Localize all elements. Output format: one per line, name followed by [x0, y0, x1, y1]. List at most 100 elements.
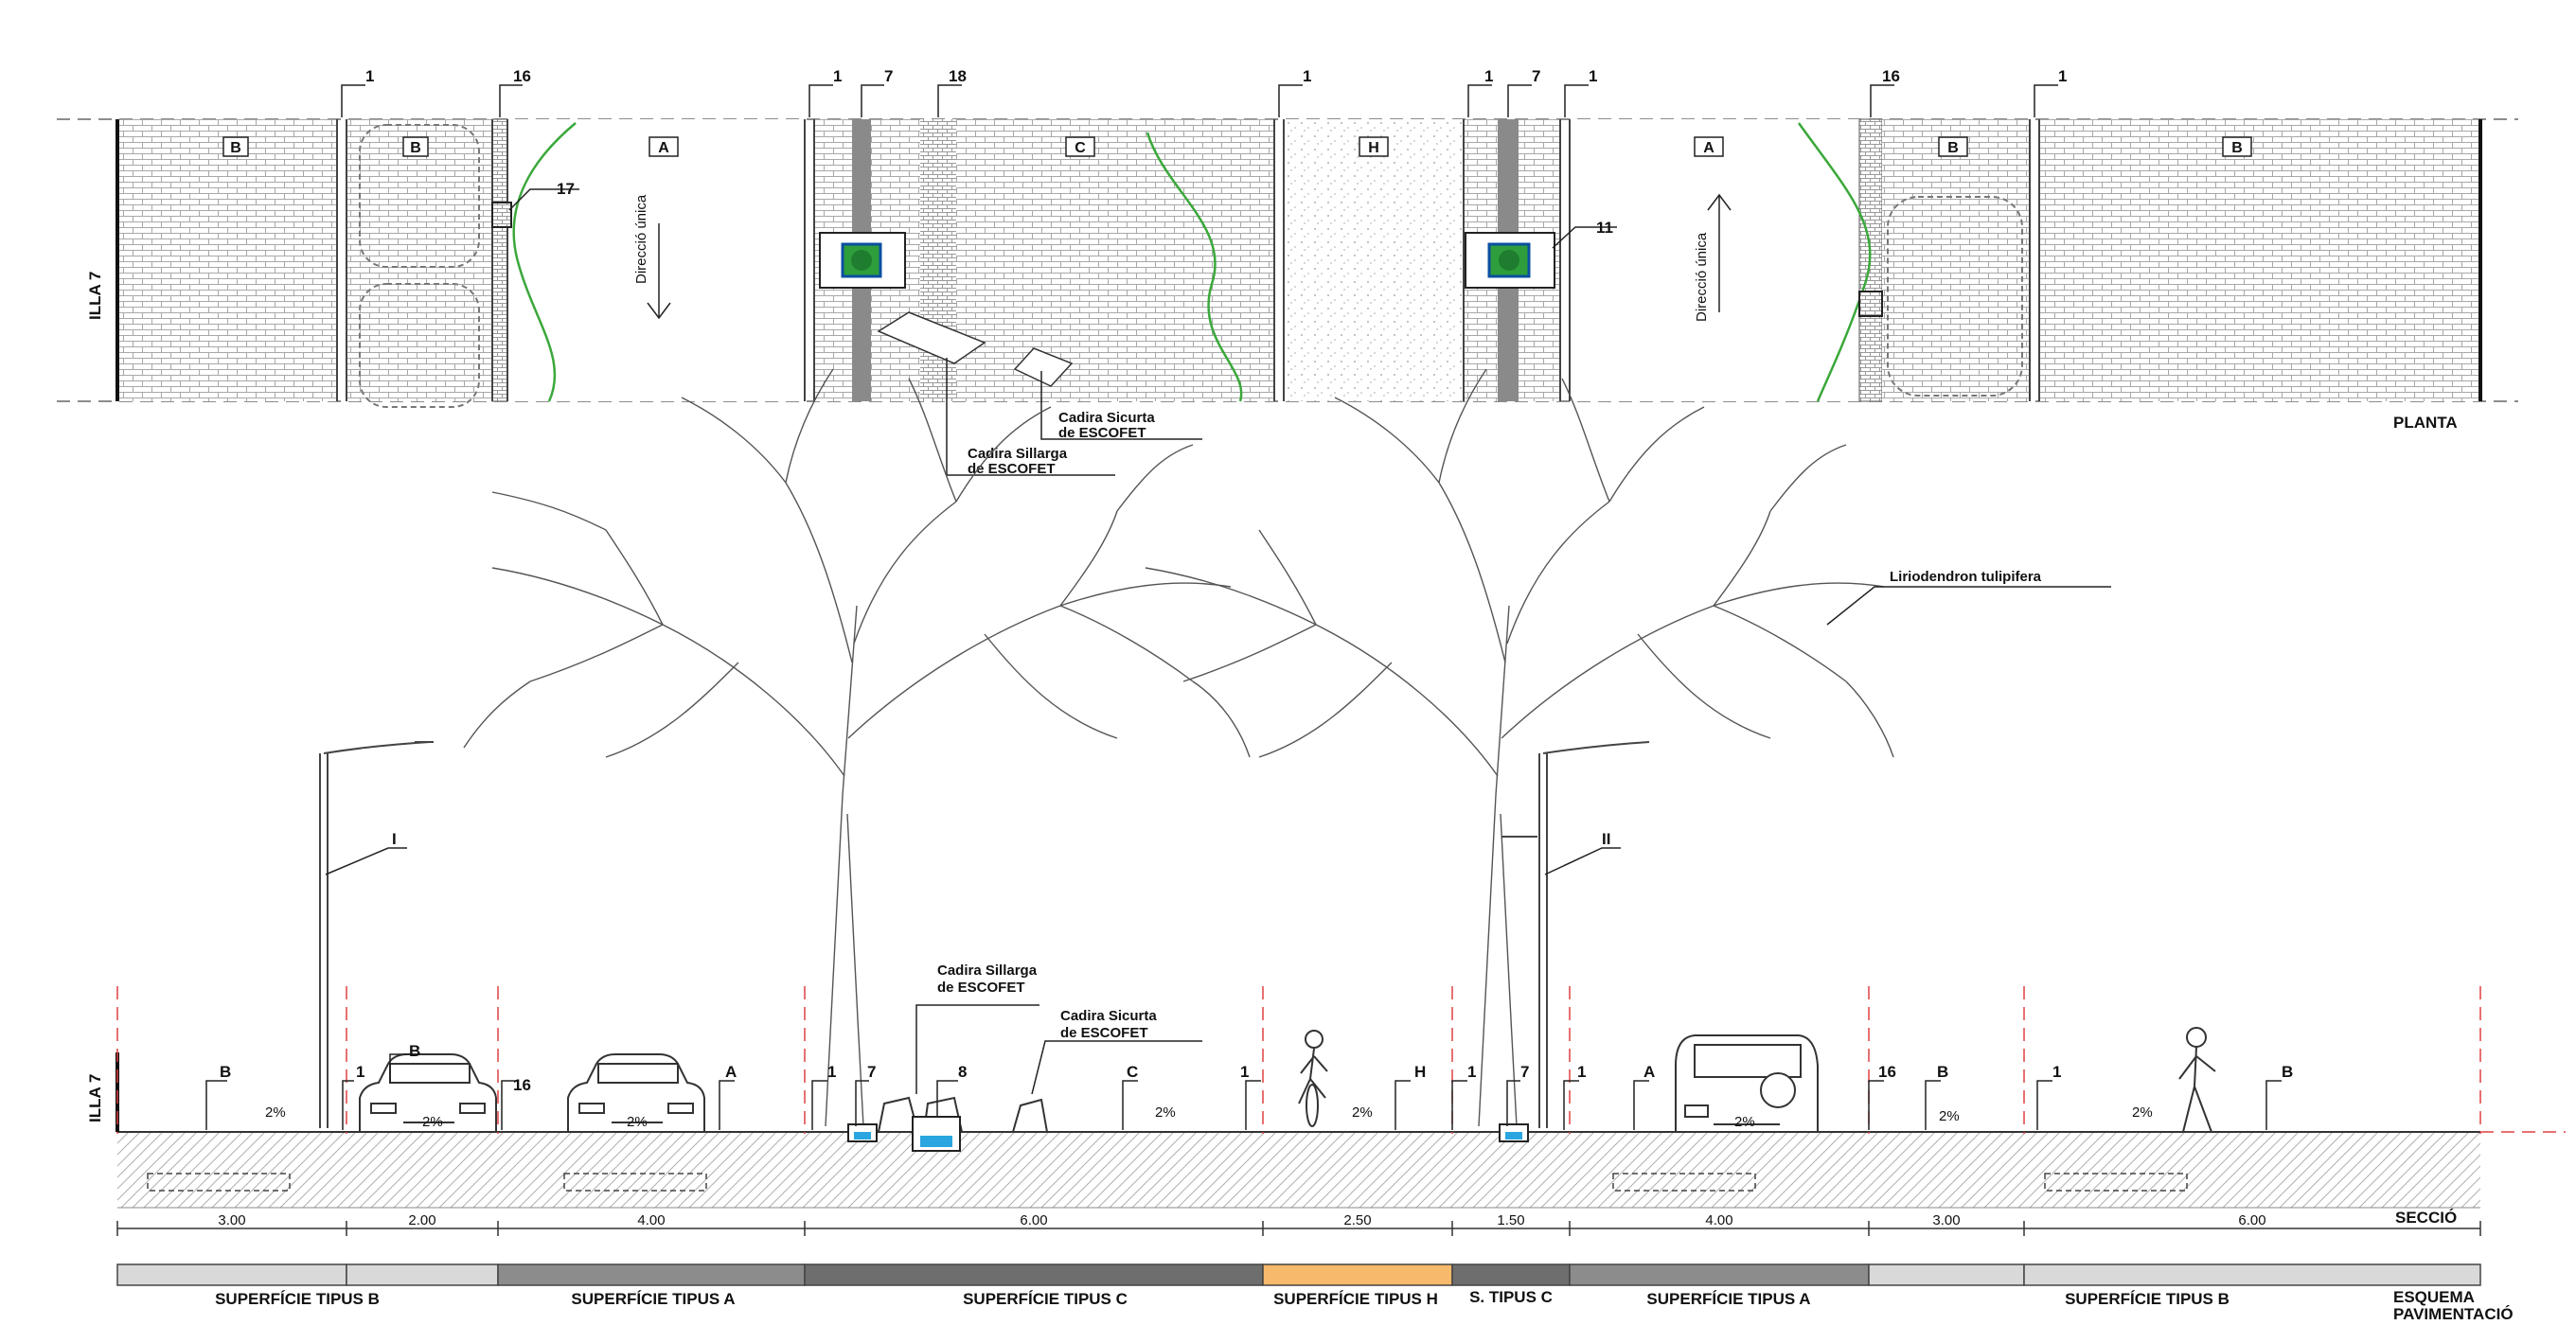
plan-num-9: 1 [1589, 67, 1597, 85]
section-view: Liriodendron tulipifera I II [86, 368, 2566, 1236]
grass-line-2 [1146, 132, 1243, 402]
plan-car-1 [359, 124, 480, 268]
dim-5: 2.50 [1343, 1212, 1371, 1228]
street-lamp-1 [319, 741, 434, 1128]
section-label-16: 16 [1878, 1063, 1896, 1081]
section-label-11: H [1414, 1063, 1426, 1081]
street-lamp-2 [1501, 741, 1650, 1128]
paving-label-3: SUPERFÍCIE TIPUS A [571, 1290, 735, 1308]
slope-3: 2% [627, 1114, 648, 1130]
section-car-1 [359, 1053, 497, 1133]
plan-band-h [1284, 119, 1464, 401]
zone-letter-boxes: B B A C H A B B [222, 136, 2252, 157]
grate-right [1858, 291, 1883, 317]
paving-band-5 [1262, 1263, 1453, 1286]
plan-band-c [956, 119, 1274, 401]
dim-9: 6.00 [2238, 1212, 2265, 1228]
section-label-6: 1 [827, 1063, 836, 1081]
tree-left [463, 368, 1251, 1127]
paving-band-1 [116, 1263, 347, 1286]
plan-band-a-1 [507, 119, 805, 401]
section-bench-long-line1: Cadira Sillarga [937, 963, 1038, 979]
plan-band-b-2 [346, 119, 492, 401]
zone-letter-b-3: B [1947, 140, 1959, 156]
plan-num-5: 18 [949, 67, 967, 85]
paving-label-5: SUPERFÍCIE TIPUS H [1273, 1290, 1438, 1308]
tree-pit-1 [819, 232, 906, 289]
zone-letter-b-4: B [2231, 140, 2243, 156]
plan-bench-short-line1: Cadira Sicurta [1058, 410, 1155, 426]
paving-band-4 [804, 1263, 1264, 1286]
scheme-title-1: ESQUEMA [2393, 1288, 2475, 1306]
slope-4: 2% [1155, 1104, 1176, 1121]
plan-bench-short-line2: de ESCOFET [1058, 425, 1146, 441]
tree-right [1145, 368, 1894, 1127]
paving-label-4: SUPERFÍCIE TIPUS C [963, 1290, 1128, 1308]
section-drain-3 [1499, 1123, 1529, 1142]
plan-num-11: 1 [2058, 67, 2067, 85]
cyclist [1298, 1030, 1328, 1127]
paving-band-8 [1868, 1263, 2025, 1286]
section-bench-short [1012, 1098, 1048, 1133]
zone-letter-b-1: B [230, 140, 241, 156]
zone-letter-a-2: A [1703, 140, 1714, 156]
plan-num-6: 1 [1303, 67, 1311, 85]
paving-band-2 [346, 1263, 499, 1286]
direction-label-2: Direcció única [1694, 232, 1710, 322]
paving-label-6: S. TIPUS C [1469, 1288, 1553, 1306]
plan-band-16 [491, 118, 508, 402]
section-label-10: 1 [1240, 1063, 1249, 1081]
dim-8: 3.00 [1932, 1212, 1960, 1228]
section-label-17: B [1937, 1063, 1948, 1081]
duct-4 [2044, 1173, 2188, 1192]
dim-4: 6.00 [1020, 1212, 1047, 1228]
plan-band-a-2 [1570, 119, 1859, 401]
paving-label-7: SUPERFÍCIE TIPUS A [1646, 1290, 1810, 1308]
plan-callout-11: 11 [1596, 219, 1613, 237]
plan-band-b-3 [1882, 119, 2030, 401]
section-label-1: B [220, 1063, 231, 1081]
section-label-9: C [1127, 1063, 1138, 1081]
plan-title: PLANTA [2393, 414, 2458, 432]
section-bench-short-line1: Cadira Sicurta [1060, 1008, 1157, 1024]
section-car-3 [1675, 1034, 1819, 1135]
plan-band-b-1 [117, 119, 337, 401]
bench-short-plan [1013, 347, 1074, 387]
slope-8: 2% [2132, 1104, 2153, 1121]
plan-num-3: 1 [833, 67, 842, 85]
plan-num-4: 7 [884, 67, 893, 85]
zone-letter-h: H [1368, 140, 1379, 156]
direction-label-1: Direcció única [633, 194, 649, 284]
section-label-7: 7 [867, 1063, 876, 1081]
section-label-15: A [1643, 1063, 1655, 1081]
slope-5: 2% [1352, 1104, 1373, 1121]
grass-line-1 [512, 122, 577, 402]
section-car-2 [567, 1053, 705, 1133]
plan-band-b-4 [2039, 119, 2480, 401]
section-label-5: A [725, 1063, 737, 1081]
section-label-2: 1 [356, 1063, 364, 1081]
dim-6: 1.50 [1497, 1212, 1524, 1228]
plan-num-1: 1 [365, 67, 374, 85]
section-label-8: 8 [958, 1063, 967, 1081]
subsoil-hatch [117, 1132, 2480, 1208]
plan-bench-long-line2: de ESCOFET [968, 461, 1056, 477]
block-label-section: ILLA 7 [86, 1074, 104, 1122]
plan-num-10: 16 [1882, 67, 1900, 85]
duct-3 [1612, 1173, 1756, 1192]
pedestrian [2178, 1027, 2216, 1133]
dim-1: 3.00 [218, 1212, 245, 1228]
section-label-14: 1 [1577, 1063, 1586, 1081]
block-label-plan: ILLA 7 [86, 272, 104, 320]
plan-car-2 [359, 283, 480, 408]
paving-scheme: SUPERFÍCIE TIPUS B SUPERFÍCIE TIPUS A SU… [116, 1263, 2514, 1323]
bench-long-plan [877, 311, 986, 364]
grate-17 [491, 202, 512, 228]
section-drain-1 [847, 1123, 878, 1142]
duct-2 [563, 1173, 707, 1192]
section-label-18: 1 [2052, 1063, 2061, 1081]
plan-num-8: 7 [1532, 67, 1540, 85]
duct-1 [147, 1173, 291, 1192]
paving-band-7 [1569, 1263, 1870, 1286]
